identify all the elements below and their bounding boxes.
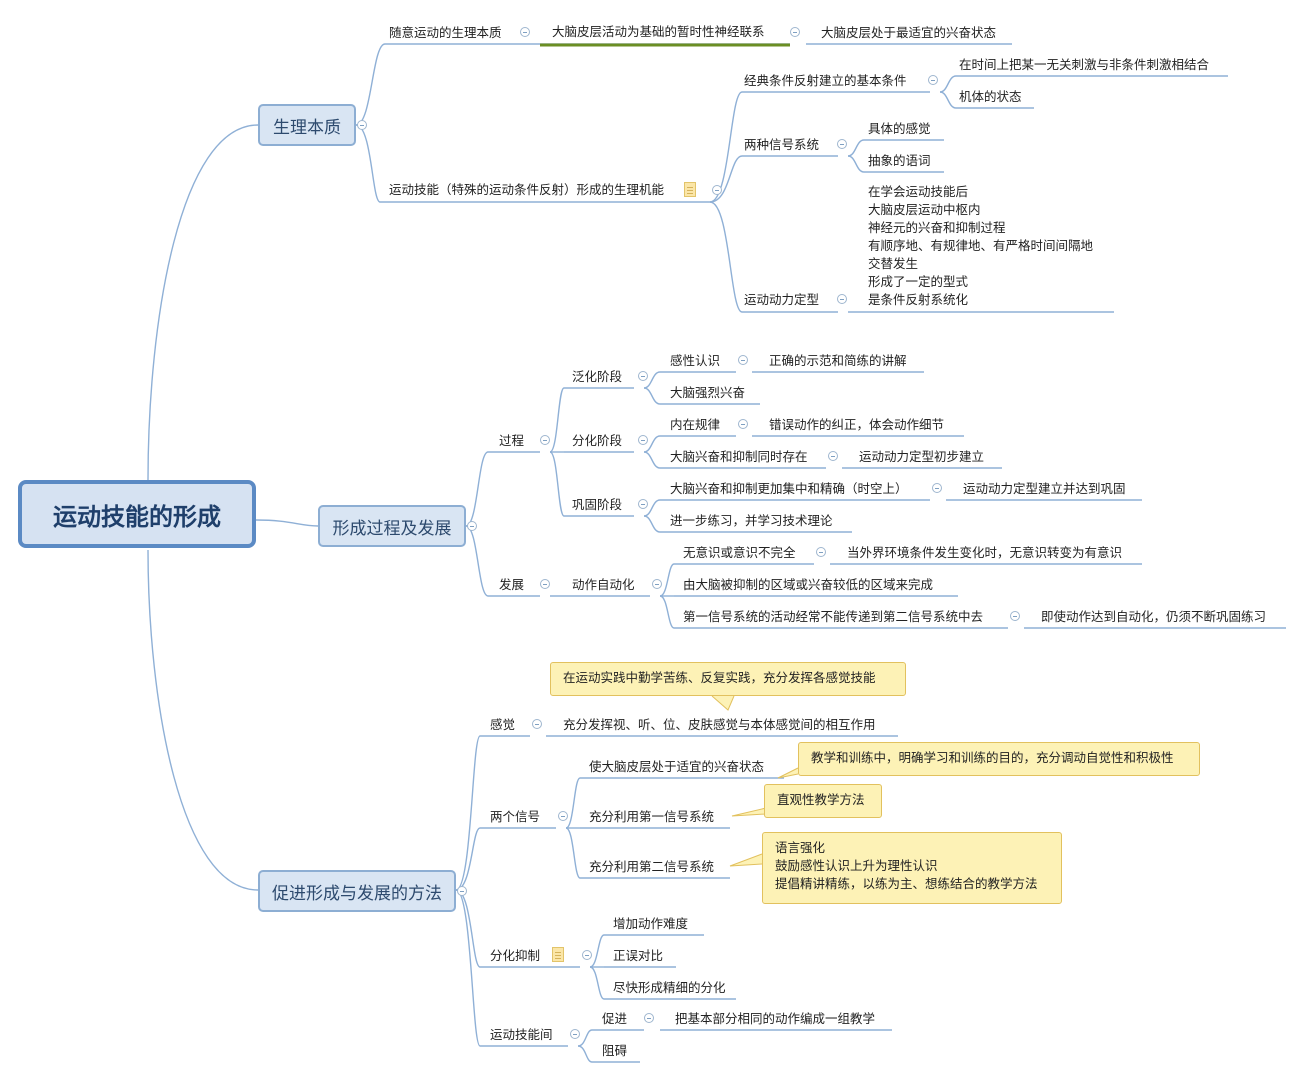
node-body-state[interactable]: 机体的状态 <box>959 89 1022 104</box>
node-inhibited-region[interactable]: 由大脑被抑制的区域或兴奋较低的区域来完成 <box>683 577 934 592</box>
node-increase-difficulty[interactable]: 增加动作难度 <box>613 916 689 931</box>
collapse-icon[interactable] <box>932 483 942 493</box>
node-voluntary-movement[interactable]: 随意运动的生理本质 <box>389 25 502 40</box>
collapse-icon[interactable] <box>828 451 838 461</box>
node-first-signal-usage[interactable]: 充分利用第一信号系统 <box>589 809 715 824</box>
collapse-icon[interactable] <box>738 355 748 365</box>
node-demonstration[interactable]: 正确的示范和简练的讲解 <box>769 353 907 368</box>
callout-language[interactable]: 语言强化 鼓励感性认识上升为理性认识 提倡精讲精练，以练为主、想练结合的教学方法 <box>762 832 1062 904</box>
node-strong-excitation[interactable]: 大脑强烈兴奋 <box>670 385 746 400</box>
node-skill-physiology[interactable]: 运动技能（特殊的运动条件反射）形成的生理机能 <box>389 182 665 197</box>
collapse-icon[interactable] <box>1010 611 1020 621</box>
node-hinder[interactable]: 阻碍 <box>602 1043 628 1058</box>
node-error-correction[interactable]: 错误动作的纠正，体会动作细节 <box>769 417 945 432</box>
collapse-icon[interactable] <box>558 811 568 821</box>
node-group-teaching[interactable]: 把基本部分相同的动作编成一组教学 <box>675 1011 876 1026</box>
text-line: 提倡精讲精练，以练为主、想练结合的教学方法 <box>775 876 1038 891</box>
note-icon[interactable] <box>684 182 696 197</box>
collapse-icon[interactable] <box>816 547 826 557</box>
note-icon[interactable] <box>552 947 564 962</box>
node-right-wrong-comparison[interactable]: 正误对比 <box>613 948 664 963</box>
collapse-icon[interactable] <box>582 950 592 960</box>
text-line: 神经元的兴奋和抑制过程 <box>868 220 1006 235</box>
node-time-combination[interactable]: 在时间上把某一无关刺激与非条件刺激相结合 <box>959 57 1210 72</box>
text-line: 在学会运动技能后 <box>868 184 969 199</box>
node-generalization-stage[interactable]: 泛化阶段 <box>572 369 623 384</box>
node-keep-practicing[interactable]: 即使动作达到自动化，仍须不断巩固练习 <box>1041 609 1267 624</box>
text-line: 鼓励感性认识上升为理性认识 <box>775 858 938 873</box>
node-sensory-interaction[interactable]: 充分发挥视、听、位、皮肤感觉与本体感觉间的相互作用 <box>563 717 876 732</box>
node-fine-differentiation[interactable]: 尽快形成精细的分化 <box>613 980 726 995</box>
collapse-icon[interactable] <box>540 435 550 445</box>
node-development[interactable]: 发展 <box>499 577 525 592</box>
collapse-icon[interactable] <box>520 27 530 37</box>
node-stereotype-consolidated[interactable]: 运动动力定型建立并达到巩固 <box>963 481 1126 496</box>
node-two-signal-systems[interactable]: 两种信号系统 <box>744 137 820 152</box>
node-excitation-inhibition-coexist[interactable]: 大脑兴奋和抑制同时存在 <box>670 449 808 464</box>
node-further-practice[interactable]: 进一步练习，并学习技术理论 <box>670 513 833 528</box>
node-two-signals[interactable]: 两个信号 <box>490 809 541 824</box>
text-line: 交替发生 <box>868 256 919 271</box>
node-unconscious[interactable]: 无意识或意识不完全 <box>683 545 796 560</box>
central-topic[interactable]: 运动技能的形成 <box>18 480 256 548</box>
node-inner-law[interactable]: 内在规律 <box>670 417 721 432</box>
node-differential-inhibition[interactable]: 分化抑制 <box>490 948 541 963</box>
node-optimal-excitation[interactable]: 大脑皮层处于最适宜的兴奋状态 <box>821 25 997 40</box>
node-first-signal-system[interactable]: 第一信号系统的活动经常不能传递到第二信号系统中去 <box>683 609 984 624</box>
collapse-icon[interactable] <box>467 521 477 531</box>
node-appropriate-excitation[interactable]: 使大脑皮层处于适宜的兴奋状态 <box>589 759 765 774</box>
node-abstract-words[interactable]: 抽象的语词 <box>868 153 931 168</box>
collapse-icon[interactable] <box>638 499 648 509</box>
node-second-signal-usage[interactable]: 充分利用第二信号系统 <box>589 859 715 874</box>
node-concentrated-excitation[interactable]: 大脑兴奋和抑制更加集中和精确（时空上） <box>670 481 908 496</box>
topic-physiological-nature[interactable]: 生理本质 <box>258 104 356 146</box>
callout-visual-teaching[interactable]: 直观性教学方法 <box>764 784 882 818</box>
text-line: 有顺序地、有规律地、有严格时间间隔地 <box>868 238 1094 253</box>
node-environment-change[interactable]: 当外界环境条件发生变化时，无意识转变为有意识 <box>847 545 1123 560</box>
collapse-icon[interactable] <box>357 120 367 130</box>
node-classic-conditions[interactable]: 经典条件反射建立的基本条件 <box>744 73 907 88</box>
collapse-icon[interactable] <box>570 1029 580 1039</box>
collapse-icon[interactable] <box>540 579 550 589</box>
node-automation[interactable]: 动作自动化 <box>572 577 635 592</box>
topic-methods[interactable]: 促进形成与发展的方法 <box>258 870 456 912</box>
node-consolidation-stage[interactable]: 巩固阶段 <box>572 497 623 512</box>
collapse-icon[interactable] <box>652 579 662 589</box>
collapse-icon[interactable] <box>837 294 847 304</box>
node-differentiation-stage[interactable]: 分化阶段 <box>572 433 623 448</box>
collapse-icon[interactable] <box>644 1013 654 1023</box>
callout-practice[interactable]: 在运动实践中勤学苦练、反复实践，充分发挥各感觉技能 <box>550 662 906 696</box>
node-concrete-sensation[interactable]: 具体的感觉 <box>868 121 931 136</box>
node-temporary-neural-connection[interactable]: 大脑皮层活动为基础的暂时性神经联系 <box>552 24 765 39</box>
collapse-icon[interactable] <box>457 886 467 896</box>
collapse-icon[interactable] <box>532 719 542 729</box>
collapse-icon[interactable] <box>837 139 847 149</box>
node-perceptual-knowledge[interactable]: 感性认识 <box>670 353 721 368</box>
node-stereotype-initial[interactable]: 运动动力定型初步建立 <box>859 449 985 464</box>
node-promote[interactable]: 促进 <box>602 1011 628 1026</box>
node-dynamic-stereotype[interactable]: 运动动力定型 <box>744 292 820 307</box>
collapse-icon[interactable] <box>928 75 938 85</box>
topic-formation-process[interactable]: 形成过程及发展 <box>318 505 466 547</box>
text-line: 语言强化 <box>775 840 826 855</box>
text-line: 是条件反射系统化 <box>868 292 969 307</box>
collapse-icon[interactable] <box>738 419 748 429</box>
collapse-icon[interactable] <box>638 371 648 381</box>
node-stereotype-description[interactable]: 在学会运动技能后 大脑皮层运动中枢内 神经元的兴奋和抑制过程 有顺序地、有规律地… <box>868 183 1118 309</box>
collapse-icon[interactable] <box>638 435 648 445</box>
callout-motivation[interactable]: 教学和训练中，明确学习和训练的目的，充分调动自觉性和积极性 <box>798 742 1200 776</box>
text-line: 大脑皮层运动中枢内 <box>868 202 981 217</box>
node-between-skills[interactable]: 运动技能间 <box>490 1027 553 1042</box>
node-process[interactable]: 过程 <box>499 433 525 448</box>
node-sensation[interactable]: 感觉 <box>490 717 516 732</box>
collapse-icon[interactable] <box>712 185 722 195</box>
text-line: 形成了一定的型式 <box>868 274 969 289</box>
collapse-icon[interactable] <box>790 27 800 37</box>
